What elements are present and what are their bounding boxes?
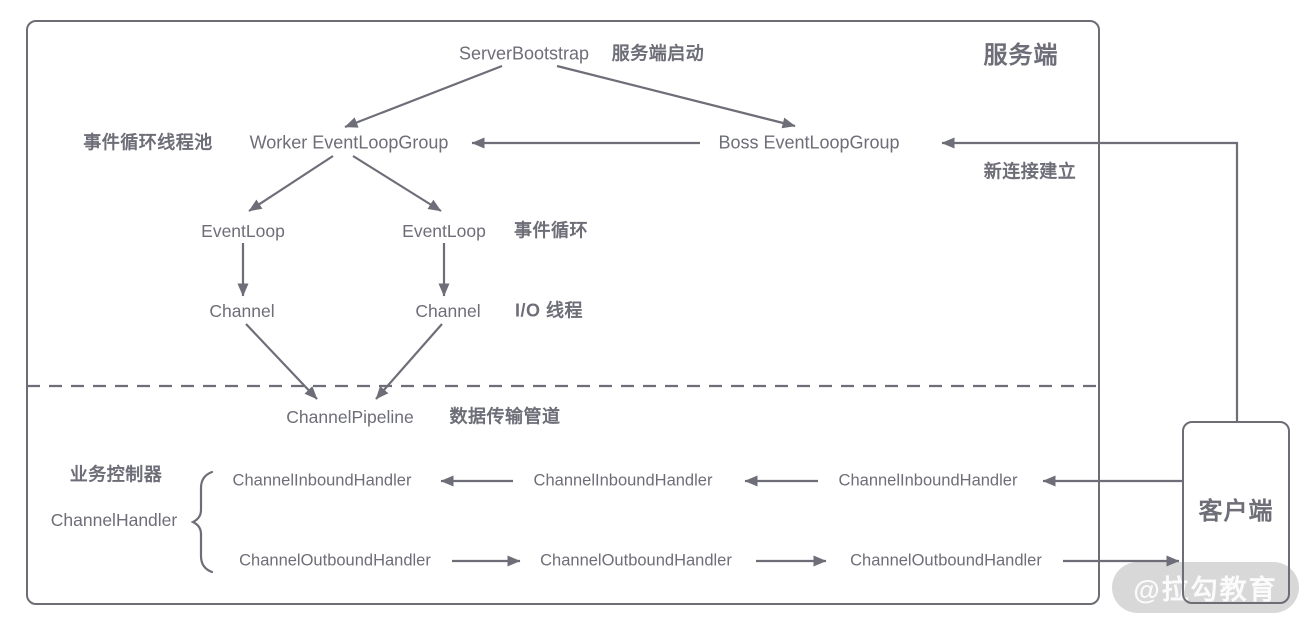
server-region-label: 服务端: [983, 42, 1059, 70]
boss-event-loop-group-label: Boss EventLoopGroup: [718, 132, 900, 153]
inbound-handler-1-label: ChannelInboundHandler: [232, 471, 412, 490]
event-loop-right-label: EventLoop: [402, 220, 486, 241]
outbound-handler-1-label: ChannelOutboundHandler: [239, 551, 431, 570]
client-box-label: 客户端: [1198, 498, 1274, 526]
watermark-badge: @拉勾教育: [1112, 562, 1299, 613]
channel-pipeline-note: 数据传输管道: [449, 406, 561, 427]
server-bootstrap-label: ServerBootstrap: [458, 43, 590, 64]
new-connection-note: 新连接建立: [983, 161, 1077, 182]
inbound-handler-2-label: ChannelInboundHandler: [533, 471, 713, 490]
outbound-handler-2-label: ChannelOutboundHandler: [540, 551, 732, 570]
event-loop-pool-note: 事件循环线程池: [83, 132, 213, 153]
io-thread-note: I/O 线程: [514, 300, 584, 321]
event-loop-note: 事件循环: [514, 220, 588, 241]
server-bootstrap-note: 服务端启动: [611, 43, 705, 64]
channel-left-label: Channel: [209, 300, 275, 321]
worker-event-loop-group-label: Worker EventLoopGroup: [249, 132, 449, 153]
outbound-handler-3-label: ChannelOutboundHandler: [850, 551, 1042, 570]
channel-handler-label: ChannelHandler: [50, 509, 178, 530]
watermark-label: @拉勾教育: [1133, 575, 1278, 605]
channel-pipeline-label: ChannelPipeline: [286, 406, 414, 427]
channel-right-label: Channel: [415, 300, 481, 321]
event-loop-left-label: EventLoop: [201, 220, 285, 241]
business-controller-note: 业务控制器: [69, 464, 163, 485]
inbound-handler-3-label: ChannelInboundHandler: [838, 471, 1018, 490]
client-box: [1182, 421, 1290, 604]
